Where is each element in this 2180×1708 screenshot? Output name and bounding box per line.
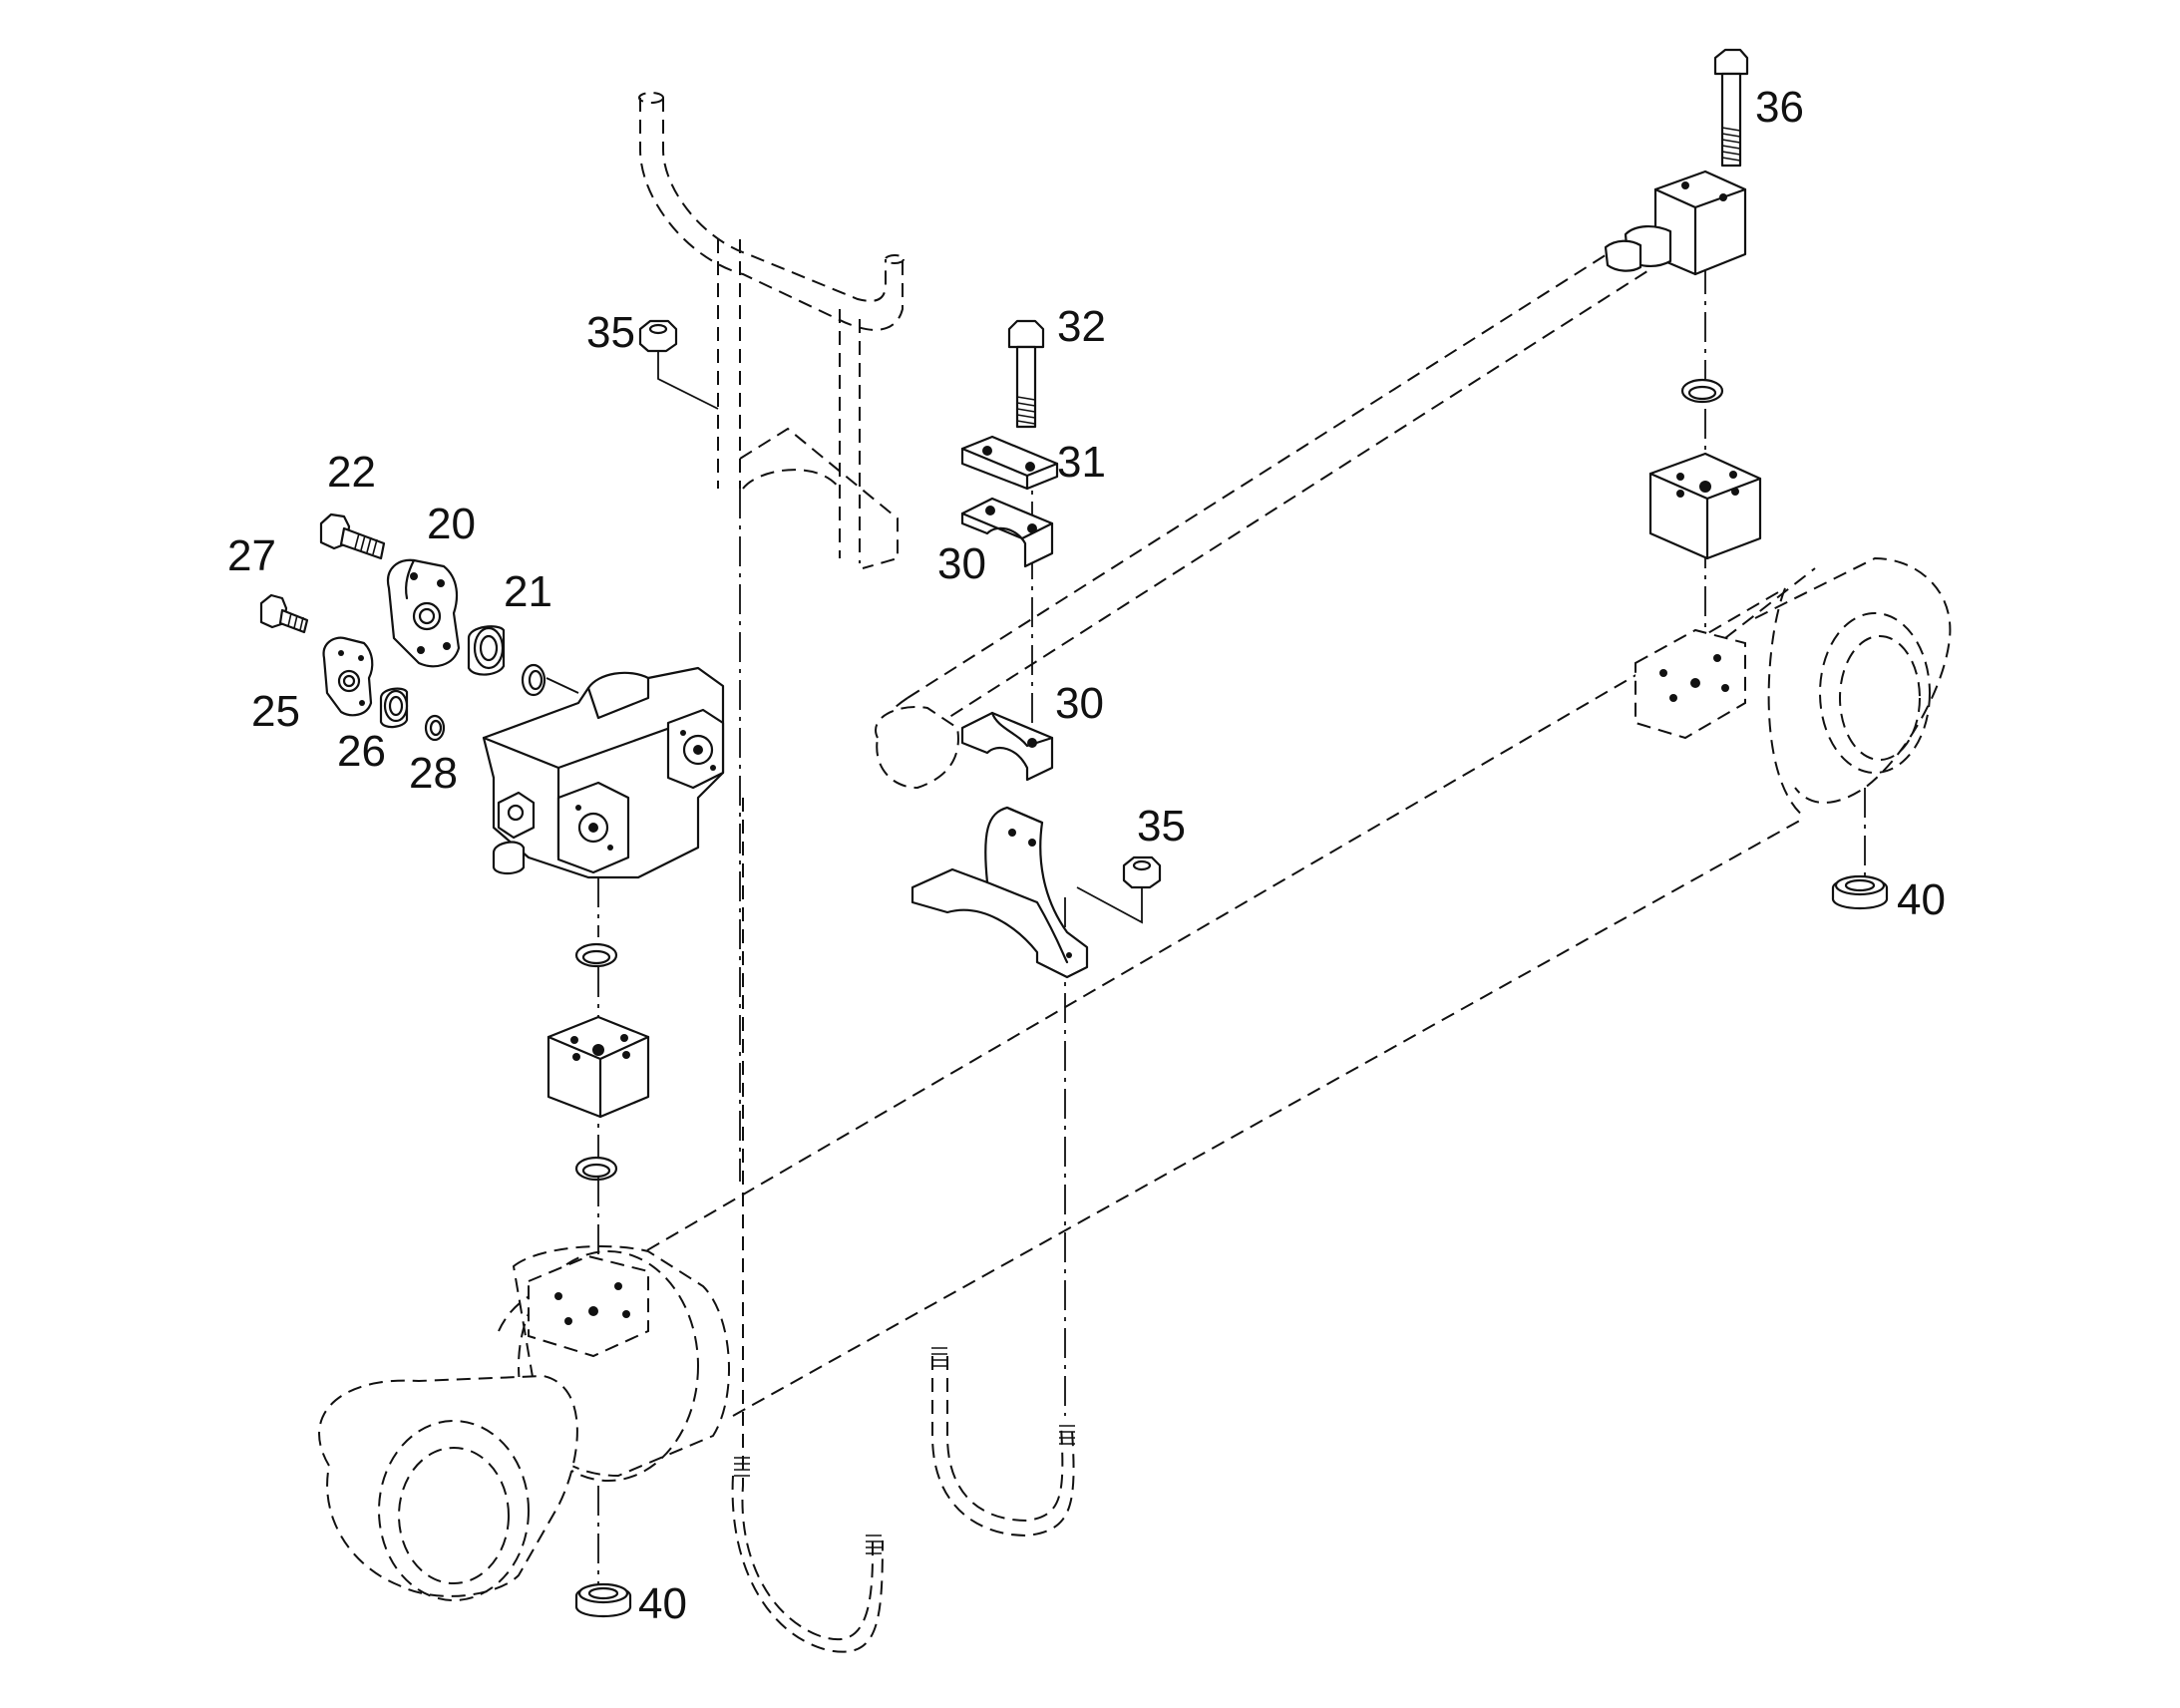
centerlines (597, 264, 1866, 1585)
valve-block (482, 666, 725, 879)
callout-31: 31 (1057, 438, 1106, 487)
o-ring-upper-right (1680, 378, 1724, 404)
callout-21: 21 (504, 567, 552, 616)
callout-40-left: 40 (638, 1579, 687, 1628)
callout-36: 36 (1755, 83, 1804, 132)
hydraulic-cylinder (318, 556, 1952, 1601)
u-pipe-left (731, 798, 884, 1653)
flange-block-right (1648, 452, 1762, 560)
callout-32: 32 (1057, 302, 1106, 351)
frame-bracket (638, 92, 905, 569)
o-ring-left-lower (574, 1156, 618, 1182)
callout-28: 28 (409, 749, 458, 798)
callout-26: 26 (337, 727, 386, 776)
callout-27: 27 (227, 531, 276, 580)
o-ring-21 (521, 663, 546, 697)
leader-35-lower (1076, 886, 1143, 924)
o-ring-left-upper (574, 942, 618, 968)
leader-35-upper (657, 351, 719, 410)
leader-21 (545, 677, 579, 694)
bushing-21 (467, 625, 506, 676)
plate-31 (960, 435, 1059, 491)
pipe-line (875, 238, 1651, 790)
callout-22: 22 (327, 448, 376, 497)
callout-labels: 36 35 32 31 30 30 35 40 40 22 20 21 27 2… (227, 83, 1946, 1628)
flange-block-left (546, 1015, 650, 1119)
support-bracket (910, 806, 1089, 979)
callout-35-lower: 35 (1137, 802, 1186, 851)
bolt-27 (259, 593, 309, 634)
o-ring-28 (424, 714, 446, 742)
callout-30-lower: 30 (1055, 679, 1104, 728)
bolt-36 (1713, 48, 1749, 168)
clamp-30-lower (960, 711, 1054, 782)
callout-25: 25 (251, 687, 300, 736)
callout-20: 20 (427, 500, 476, 548)
clamp-30-upper (960, 497, 1054, 568)
plug-40-right (1831, 874, 1889, 909)
callout-30-upper: 30 (937, 539, 986, 588)
flange-25 (322, 636, 374, 717)
nut-35-upper (638, 319, 678, 353)
bolt-32 (1007, 319, 1045, 429)
nut-35-lower (1122, 855, 1162, 889)
swivel-fitting (1604, 170, 1747, 276)
bolt-22 (319, 512, 386, 560)
callout-40-right: 40 (1897, 875, 1946, 924)
flange-20 (386, 558, 461, 668)
u-pipe-middle (931, 1347, 1075, 1537)
bushing-26 (379, 687, 409, 729)
plug-40-left (574, 1582, 632, 1617)
callout-35-upper: 35 (586, 308, 635, 357)
